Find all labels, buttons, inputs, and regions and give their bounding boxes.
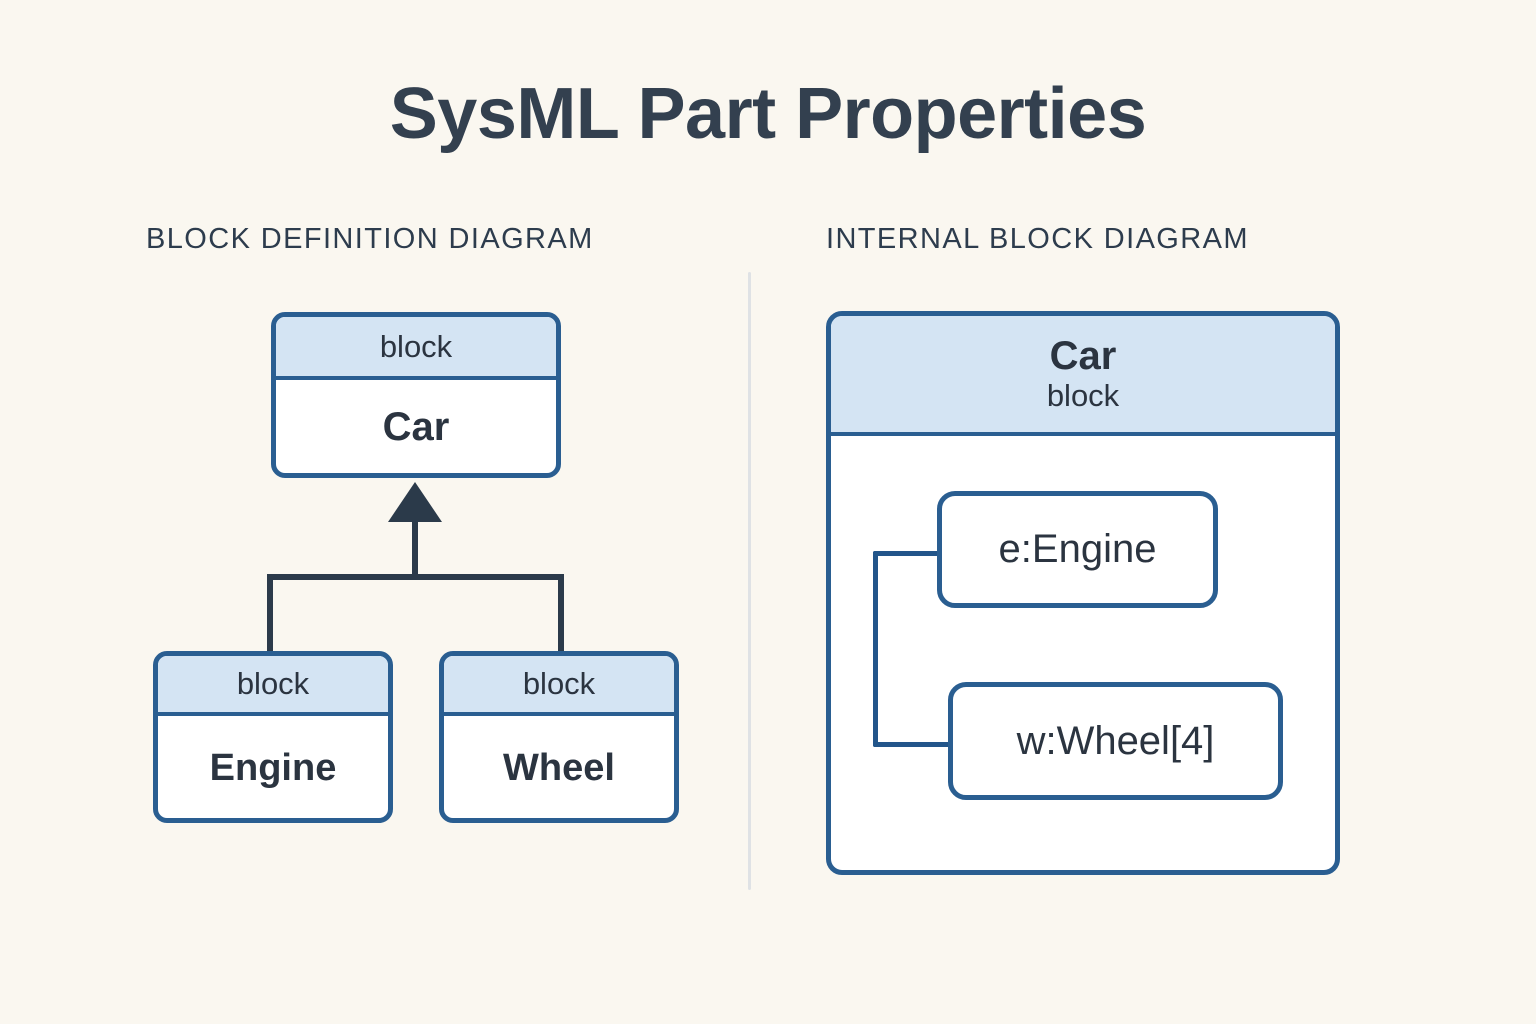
ibd-container-header: Car block: [831, 316, 1335, 436]
ibd-container-name: Car: [1049, 333, 1117, 378]
generalization-branch-wheel: [558, 574, 564, 654]
bdd-block-engine-name: Engine: [209, 746, 337, 789]
panel-divider: [748, 272, 751, 890]
ibd-container-stereotype: block: [1046, 377, 1120, 413]
bdd-block-car-stereotype: block: [276, 317, 556, 380]
page-title: SysML Part Properties: [389, 74, 1147, 154]
ibd-connector-trunk: [873, 551, 878, 747]
ibd-connector-to-engine: [873, 551, 941, 556]
bdd-block-car-name: Car: [382, 404, 450, 449]
bdd-panel-caption: BLOCK DEFINITION DIAGRAM: [146, 223, 594, 255]
bdd-block-wheel-name: Wheel: [503, 746, 615, 789]
ibd-panel-caption: INTERNAL BLOCK DIAGRAM: [826, 223, 1249, 255]
bdd-block-engine[interactable]: block Engine: [153, 651, 393, 823]
ibd-part-engine[interactable]: e:Engine: [937, 491, 1218, 608]
bdd-block-engine-stereotype: block: [158, 656, 388, 716]
bdd-block-wheel-stereotype: block: [444, 656, 674, 716]
bdd-block-wheel[interactable]: block Wheel: [439, 651, 679, 823]
generalization-branch-engine: [267, 574, 273, 654]
bdd-block-car[interactable]: block Car: [271, 312, 561, 478]
ibd-part-wheel[interactable]: w:Wheel[4]: [948, 682, 1283, 800]
ibd-connector-to-wheel: [873, 742, 952, 747]
generalization-bus: [267, 574, 564, 580]
generalization-stem: [412, 502, 418, 578]
